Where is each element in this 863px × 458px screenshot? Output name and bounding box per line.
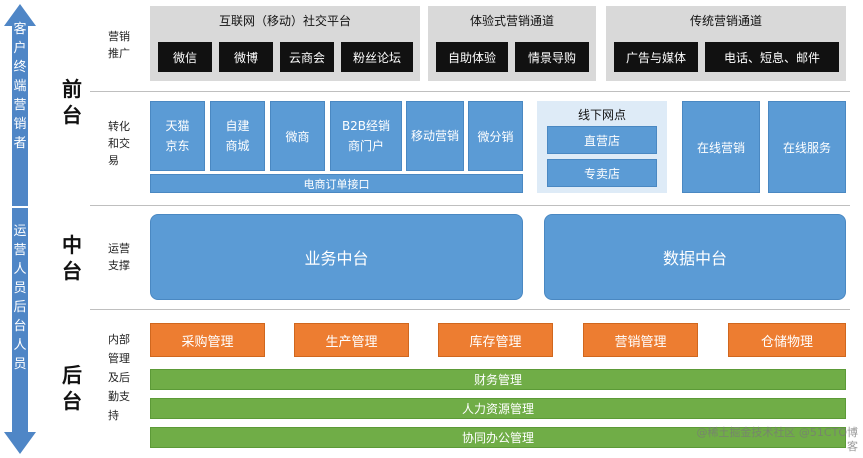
separator-1 — [90, 91, 850, 92]
back-purchasing: 采购管理 — [150, 323, 265, 357]
side-double-arrow — [4, 4, 36, 454]
marketing-group-social-title: 互联网（移动）社交平台 — [218, 13, 351, 28]
trade-online-marketing: 在线营销 — [682, 101, 760, 193]
trade-item-wechat-shop: 微商 — [270, 101, 325, 171]
marketing-item-weibo: 微博 — [219, 42, 273, 72]
trade-item-mobile-marketing: 移动营销 — [406, 101, 464, 171]
trade-item-micro-distribution: 微分销 — [468, 101, 523, 171]
back-production: 生产管理 — [294, 323, 409, 357]
trade-item-b2b-portal: B2B经销商门户 — [330, 101, 402, 171]
ops-data-middle-platform: 数据中台 — [544, 214, 846, 300]
marketing-item-ads-media: 广告与媒体 — [614, 42, 698, 72]
row-label-ops: 运营支撑 — [108, 242, 130, 272]
trade-offline-direct-store: 直营店 — [547, 126, 657, 154]
back-warehouse-logistics: 仓储物理 — [728, 323, 846, 357]
marketing-item-self-experience: 自助体验 — [436, 42, 508, 72]
trade-online-service: 在线服务 — [768, 101, 846, 193]
layer-middle-title: 中台 — [62, 233, 82, 283]
separator-2 — [90, 205, 850, 206]
layer-back-title: 后台 — [62, 363, 82, 413]
back-hr: 人力资源管理 — [150, 398, 846, 419]
arrow-bottom-text: 运营人员后台人员 — [13, 224, 27, 372]
marketing-item-fan-forum: 粉丝论坛 — [341, 42, 413, 72]
layer-front-title: 前台 — [62, 77, 82, 127]
marketing-group-traditional-title: 传统营销通道 — [689, 13, 762, 28]
marketing-item-wechat: 微信 — [158, 42, 212, 72]
row-label-back: 内部管理及后勤支持 — [108, 333, 130, 422]
ops-business-middle-platform: 业务中台 — [150, 214, 523, 300]
back-marketing-mgmt: 营销管理 — [583, 323, 698, 357]
row-label-trade: 转化和交易 — [108, 120, 130, 167]
trade-item-tmall-jd: 天猫京东 — [150, 101, 205, 171]
back-finance: 财务管理 — [150, 369, 846, 390]
watermark: @稀土掘金技术社区 @51CTO博客 — [696, 426, 858, 453]
trade-offline-title: 线下网点 — [577, 107, 626, 122]
marketing-group-experience-title: 体验式营销通道 — [469, 13, 554, 28]
trade-item-own-mall: 自建商城 — [210, 101, 265, 171]
marketing-item-phone-sms-email: 电话、短息、邮件 — [705, 42, 839, 72]
arrow-top-text: 客户终端营销者 — [13, 22, 27, 151]
marketing-item-scene-guide: 情景导购 — [515, 42, 589, 72]
back-inventory: 库存管理 — [438, 323, 553, 357]
separator-3 — [90, 309, 850, 310]
marketing-item-yunshanghui: 云商会 — [280, 42, 334, 72]
trade-offline-franchise-store: 专卖店 — [547, 159, 657, 187]
row-label-marketing: 营销推广 — [108, 30, 130, 60]
back-collaboration: 协同办公管理 — [150, 427, 846, 448]
trade-order-interface-bar: 电商订单接口 — [150, 174, 523, 193]
